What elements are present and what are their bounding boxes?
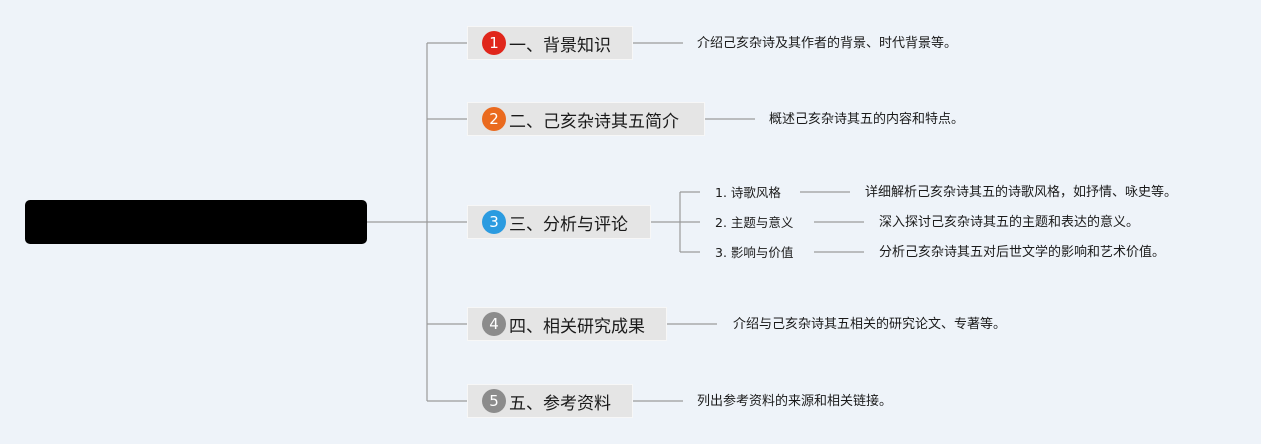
root-node[interactable]: [25, 200, 367, 244]
topic-node-background[interactable]: 1 一、背景知识: [467, 26, 633, 60]
topic-node-analysis[interactable]: 3 三、分析与评论: [467, 205, 651, 239]
topic-label: 二、己亥杂诗其五简介: [509, 111, 679, 132]
number-4-badge-icon: 4: [482, 312, 506, 336]
topic-description: 概述己亥杂诗其五的内容和特点。: [769, 112, 965, 127]
topic-label: 三、分析与评论: [509, 214, 628, 235]
topic-node-references[interactable]: 5 五、参考资料: [467, 384, 633, 418]
subtopic-influence-value[interactable]: 3. 影响与价值: [715, 245, 794, 260]
topic-label: 一、背景知识: [509, 35, 611, 56]
number-3-badge-icon: 3: [482, 210, 506, 234]
topic-label: 五、参考资料: [509, 393, 611, 414]
number-5-badge-icon: 5: [482, 389, 506, 413]
subtopic-description: 详细解析己亥杂诗其五的诗歌风格，如抒情、咏史等。: [865, 185, 1178, 200]
subtopic-theme-meaning[interactable]: 2. 主题与意义: [715, 215, 794, 230]
topic-description: 介绍己亥杂诗及其作者的背景、时代背景等。: [697, 36, 958, 51]
topic-description: 列出参考资料的来源和相关链接。: [697, 394, 893, 409]
number-2-badge-icon: 2: [482, 107, 506, 131]
topic-description: 介绍与己亥杂诗其五相关的研究论文、专著等。: [733, 317, 1007, 332]
topic-node-research[interactable]: 4 四、相关研究成果: [467, 307, 667, 341]
subtopic-poetry-style[interactable]: 1. 诗歌风格: [715, 185, 781, 200]
subtopic-description: 深入探讨己亥杂诗其五的主题和表达的意义。: [879, 215, 1140, 230]
topic-node-introduction[interactable]: 2 二、己亥杂诗其五简介: [467, 102, 705, 136]
number-1-badge-icon: 1: [482, 31, 506, 55]
subtopic-description: 分析己亥杂诗其五对后世文学的影响和艺术价值。: [879, 245, 1166, 260]
topic-label: 四、相关研究成果: [509, 316, 645, 337]
